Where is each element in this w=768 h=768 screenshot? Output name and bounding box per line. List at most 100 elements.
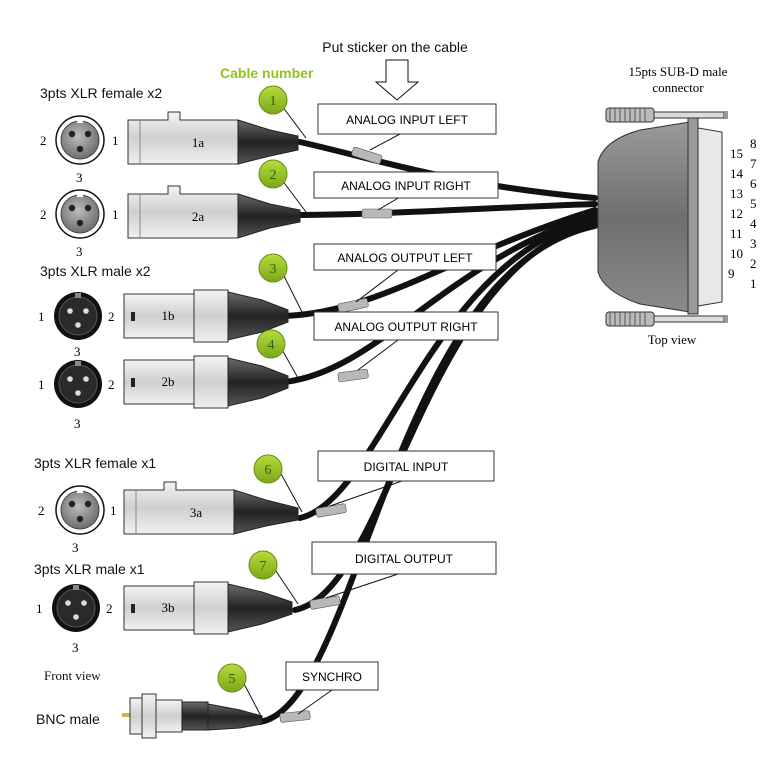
- xlr-face-female-3: [55, 485, 105, 535]
- screw-bottom: [605, 311, 728, 327]
- pin-label: 10: [730, 246, 743, 261]
- cable-bundle: [257, 139, 598, 725]
- pin-label: 7: [750, 156, 757, 171]
- pin-label: 3: [750, 236, 757, 251]
- sleeve-3: [337, 298, 369, 313]
- svg-text:DIGITAL INPUT: DIGITAL INPUT: [364, 460, 449, 474]
- cable-number-title: Cable number: [220, 65, 314, 81]
- svg-text:ANALOG OUTPUT LEFT: ANALOG OUTPUT LEFT: [337, 251, 473, 265]
- pin-label: 2: [750, 256, 757, 271]
- pin-label: 6: [750, 176, 757, 191]
- pin-label: 1: [112, 133, 119, 148]
- sleeve-4: [337, 368, 369, 383]
- down-arrow-icon: [374, 59, 420, 101]
- subd-title: connector: [652, 80, 704, 95]
- svg-text:6: 6: [265, 463, 272, 478]
- cable-number-badges: 1 2 3 4 6 7 5: [217, 85, 288, 693]
- svg-text:7: 7: [260, 559, 267, 574]
- pin-label: 5: [750, 196, 757, 211]
- plug-label: 1b: [162, 308, 175, 323]
- badge-6: 6: [253, 454, 283, 484]
- sleeve-1: [351, 146, 383, 165]
- badge-2: 2: [258, 159, 288, 189]
- label-xlr-female-x1: 3pts XLR female x1: [34, 455, 156, 471]
- sticker-digital-input: DIGITAL INPUT: [317, 450, 495, 482]
- sticker-note: Put sticker on the cable: [322, 39, 468, 55]
- pin-label: 1: [750, 276, 757, 291]
- pin-label: 3: [74, 344, 81, 359]
- sticker-analog-output-left: ANALOG OUTPUT LEFT: [313, 243, 497, 271]
- plug-1a: 1a: [127, 111, 299, 165]
- badge-7: 7: [248, 550, 278, 580]
- label-front-view: Front view: [44, 668, 101, 683]
- svg-text:ANALOG INPUT LEFT: ANALOG INPUT LEFT: [346, 113, 468, 127]
- pin-label: 12: [730, 206, 743, 221]
- badge-3: 3: [258, 253, 288, 283]
- xlr-face-female-1: [55, 115, 105, 165]
- xlr-face-male-3: [52, 584, 100, 632]
- svg-text:ANALOG OUTPUT RIGHT: ANALOG OUTPUT RIGHT: [334, 320, 478, 334]
- plug-label: 2b: [162, 374, 175, 389]
- pin-label: 1: [38, 377, 45, 392]
- sticker-analog-input-left: ANALOG INPUT LEFT: [317, 103, 497, 135]
- subd-pin-numbers: 15 14 13 12 11 10 9 8 7 6 5 4 3 2 1: [728, 136, 757, 291]
- subd-title: 15pts SUB-D male: [629, 64, 728, 79]
- pin-label: 2: [40, 207, 47, 222]
- pin-label: 4: [750, 216, 757, 231]
- cable-5: [257, 223, 598, 725]
- pin-label: 2: [106, 601, 113, 616]
- plug-2b: 2b: [123, 355, 289, 409]
- plug-bnc: [122, 693, 263, 739]
- plug-3a: 3a: [123, 481, 299, 535]
- svg-text:2: 2: [270, 168, 277, 183]
- plug-3b: 3b: [123, 581, 293, 635]
- screw-top: [605, 107, 728, 123]
- svg-text:4: 4: [268, 338, 275, 353]
- plug-label: 2a: [192, 209, 205, 224]
- plug-2a: 2a: [127, 185, 301, 239]
- sticker-analog-output-right: ANALOG OUTPUT RIGHT: [313, 311, 499, 341]
- xlr-face-male-2: [54, 360, 102, 408]
- pin-label: 3: [76, 244, 83, 259]
- pin-label: 8: [750, 136, 757, 151]
- pin-label: 1: [112, 207, 119, 222]
- pin-label: 11: [730, 226, 743, 241]
- cable-2: [297, 201, 598, 218]
- svg-text:3: 3: [270, 262, 277, 277]
- sleeve-2: [361, 208, 393, 219]
- pin-label: 1: [38, 309, 45, 324]
- plug-1b: 1b: [123, 289, 289, 343]
- label-xlr-male-x2: 3pts XLR male x2: [40, 263, 151, 279]
- pin-label: 13: [730, 186, 743, 201]
- label-xlr-male-x1: 3pts XLR male x1: [34, 561, 145, 577]
- sleeve-7: [309, 595, 341, 610]
- pin-label: 2: [108, 309, 115, 324]
- plug-label: 3b: [162, 600, 175, 615]
- badge-4: 4: [256, 329, 286, 359]
- xlr-face-female-2: [55, 189, 105, 239]
- leader-lines: [241, 105, 403, 719]
- pin-label: 9: [728, 266, 735, 281]
- sticker-digital-output: DIGITAL OUTPUT: [311, 541, 497, 575]
- svg-text:1: 1: [270, 94, 277, 109]
- sticker-synchro: SYNCHRO: [285, 661, 379, 691]
- label-bnc-male: BNC male: [36, 711, 100, 727]
- label-xlr-female-x2: 3pts XLR female x2: [40, 85, 162, 101]
- pin-label: 15: [730, 146, 743, 161]
- plug-label: 1a: [192, 135, 205, 150]
- pin-label: 1: [110, 503, 117, 518]
- pin-label: 3: [76, 170, 83, 185]
- pin-label: 2: [38, 503, 45, 518]
- badge-5: 5: [217, 663, 247, 693]
- cable-6: [297, 215, 598, 521]
- pin-label: 1: [36, 601, 43, 616]
- svg-text:DIGITAL OUTPUT: DIGITAL OUTPUT: [355, 552, 454, 566]
- cable-stickers: [279, 146, 393, 723]
- pin-label: 2: [108, 377, 115, 392]
- subd-top-view: Top view: [648, 332, 697, 347]
- pin-label: 3: [72, 540, 79, 555]
- pin-label: 2: [40, 133, 47, 148]
- svg-text:ANALOG INPUT RIGHT: ANALOG INPUT RIGHT: [341, 179, 471, 193]
- badge-1: 1: [258, 85, 288, 115]
